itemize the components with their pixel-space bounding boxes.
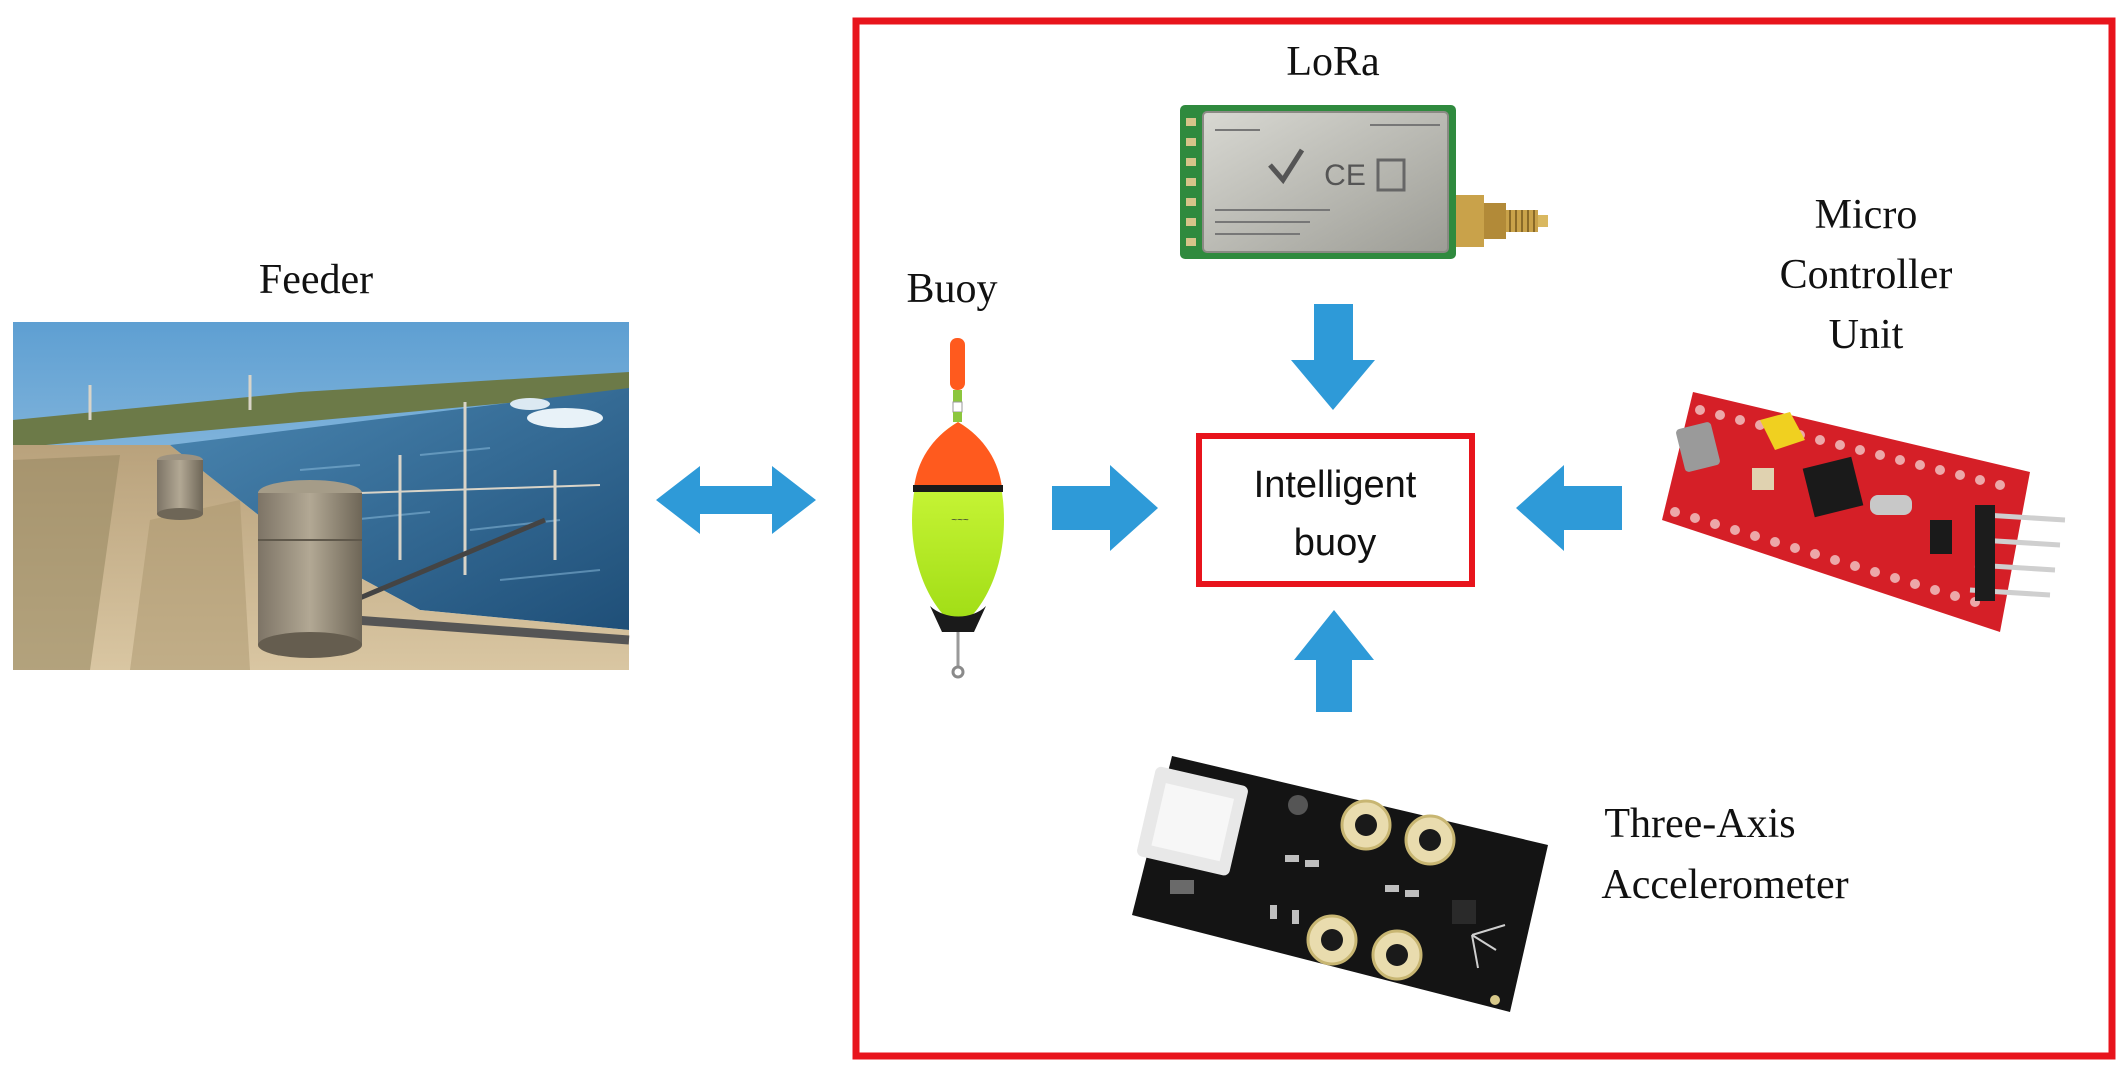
arrow-right-icon	[1052, 465, 1158, 551]
buoy-label: Buoy	[906, 266, 997, 312]
mcu-label-line1: Micro	[1815, 192, 1918, 238]
arrow-left-icon	[1516, 465, 1622, 551]
feeder-label: Feeder	[259, 257, 373, 303]
svg-text:~~~: ~~~	[951, 515, 969, 526]
arrow-up-icon	[1294, 610, 1374, 712]
accelerometer-label-line2: Accelerometer	[1601, 862, 1848, 908]
intelligent-buoy-system-frame	[852, 17, 2116, 1060]
mcu-label-line3: Unit	[1829, 312, 1904, 358]
feeder-tank-icon	[157, 454, 362, 658]
accelerometer-board-icon	[1132, 756, 1548, 1012]
mcu-label-line2: Controller	[1780, 252, 1953, 298]
intelligent-buoy-label-line2: buoy	[1294, 522, 1376, 564]
lora-label: LoRa	[1286, 39, 1380, 85]
fishing-float-icon: ~~~	[912, 338, 1004, 679]
svg-text:CE: CE	[1324, 159, 1366, 192]
intelligent-buoy-label-line1: Intelligent	[1254, 464, 1417, 506]
feeder-photo	[13, 322, 630, 670]
bidirectional-arrow-icon	[656, 466, 816, 534]
intelligent-buoy-box	[1196, 433, 1475, 587]
microcontroller-board-icon	[1662, 392, 2066, 632]
accelerometer-label-line1: Three-Axis	[1604, 801, 1795, 847]
arrow-down-icon	[1291, 304, 1375, 410]
lora-module-icon: CE	[1180, 105, 1548, 259]
